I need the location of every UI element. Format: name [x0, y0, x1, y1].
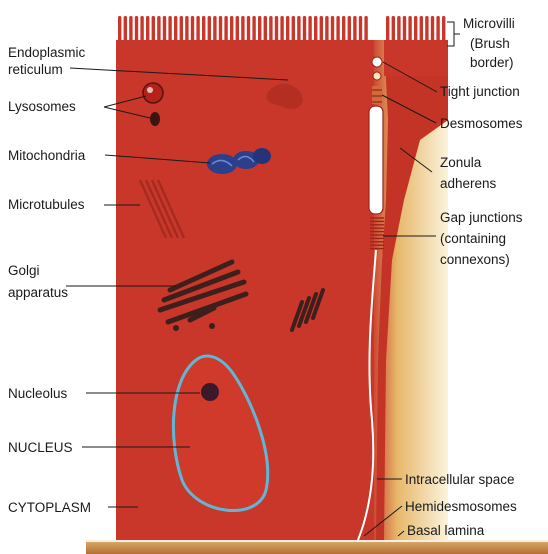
label-zonula-1: Zonula	[440, 155, 482, 170]
microvillus	[436, 16, 439, 42]
label-intracellular-space: Intracellular space	[405, 472, 515, 487]
basal-lamina-icon	[86, 540, 548, 554]
microvillus	[325, 16, 328, 42]
microvillus	[364, 16, 367, 42]
microvillus	[408, 16, 411, 42]
zonula-adherens-icon	[369, 106, 383, 214]
microvillus	[152, 16, 155, 42]
label-lysosomes: Lysosomes	[8, 99, 76, 114]
microvillus	[314, 16, 317, 42]
microvilli-right	[386, 16, 445, 42]
microvillus	[403, 16, 406, 42]
microvillus	[135, 16, 138, 42]
label-gap-2: (containing	[440, 231, 506, 246]
microvillus	[174, 16, 177, 42]
nucleolus-icon	[201, 383, 219, 401]
microvillus	[185, 16, 188, 42]
microvillus	[213, 16, 216, 42]
microvillus	[320, 16, 323, 42]
microvillus	[336, 16, 339, 42]
microvillus	[157, 16, 160, 42]
microvillus	[163, 16, 166, 42]
microvillus	[146, 16, 149, 42]
microvillus	[292, 16, 295, 42]
microvillus	[140, 16, 143, 42]
label-microvilli-3: border)	[470, 55, 514, 70]
microvillus	[331, 16, 334, 42]
microvillus	[425, 16, 428, 42]
microvillus	[269, 16, 272, 42]
label-nucleolus: Nucleolus	[8, 386, 68, 401]
microvillus	[208, 16, 211, 42]
leader-microvilli	[447, 22, 454, 46]
label-hemidesmosomes: Hemidesmosomes	[405, 499, 517, 514]
microvillus	[348, 16, 351, 42]
label-basal-lamina: Basal lamina	[407, 523, 485, 538]
microvillus	[264, 16, 267, 42]
desmosome-icon	[372, 86, 382, 104]
microvillus	[431, 16, 434, 42]
microvillus	[202, 16, 205, 42]
label-golgi-1: Golgi	[8, 263, 40, 278]
microvillus	[230, 16, 233, 42]
microvillus	[308, 16, 311, 42]
label-microvilli-1: Microvilli	[463, 16, 515, 31]
label-microtubules: Microtubules	[8, 197, 85, 212]
label-gap-1: Gap junctions	[440, 210, 523, 225]
microvillus	[247, 16, 250, 42]
label-golgi-2: apparatus	[8, 285, 68, 300]
microvillus	[124, 16, 127, 42]
microvillus	[397, 16, 400, 42]
microvillus	[180, 16, 183, 42]
microvillus	[224, 16, 227, 42]
label-gap-3: connexons)	[440, 252, 510, 267]
microvillus	[353, 16, 356, 42]
microvillus	[236, 16, 239, 42]
microvillus	[118, 16, 121, 42]
label-desmosomes: Desmosomes	[440, 116, 523, 131]
microvillus	[286, 16, 289, 42]
microvillus	[191, 16, 194, 42]
microvillus	[342, 16, 345, 42]
golgi-vesicle	[173, 325, 179, 331]
right-cell-top	[384, 40, 448, 76]
label-endoplasmic-reticulum-2: reticulum	[8, 62, 63, 77]
microvillus	[129, 16, 132, 42]
microvillus	[258, 16, 261, 42]
microvillus	[420, 16, 423, 42]
microvillus	[442, 16, 445, 42]
microvillus	[196, 16, 199, 42]
golgi-vesicle	[209, 323, 215, 329]
microvillus	[392, 16, 395, 42]
microvillus	[280, 16, 283, 42]
microvillus	[275, 16, 278, 42]
microvillus	[219, 16, 222, 42]
microvillus	[414, 16, 417, 42]
microvillus	[168, 16, 171, 42]
microvillus	[252, 16, 255, 42]
microvillus	[241, 16, 244, 42]
microvillus	[386, 16, 389, 42]
label-microvilli-2: (Brush	[470, 36, 510, 51]
label-cytoplasm: CYTOPLASM	[8, 500, 91, 515]
microvilli-icon	[118, 16, 368, 42]
label-zonula-2: adherens	[440, 176, 497, 191]
label-endoplasmic-reticulum-1: Endoplasmic	[8, 45, 86, 60]
microvillus	[297, 16, 300, 42]
microvillus	[303, 16, 306, 42]
label-tight-junction: Tight junction	[440, 84, 520, 99]
microvillus	[359, 16, 362, 42]
label-mitochondria: Mitochondria	[8, 148, 86, 163]
label-nucleus: NUCLEUS	[8, 440, 73, 455]
